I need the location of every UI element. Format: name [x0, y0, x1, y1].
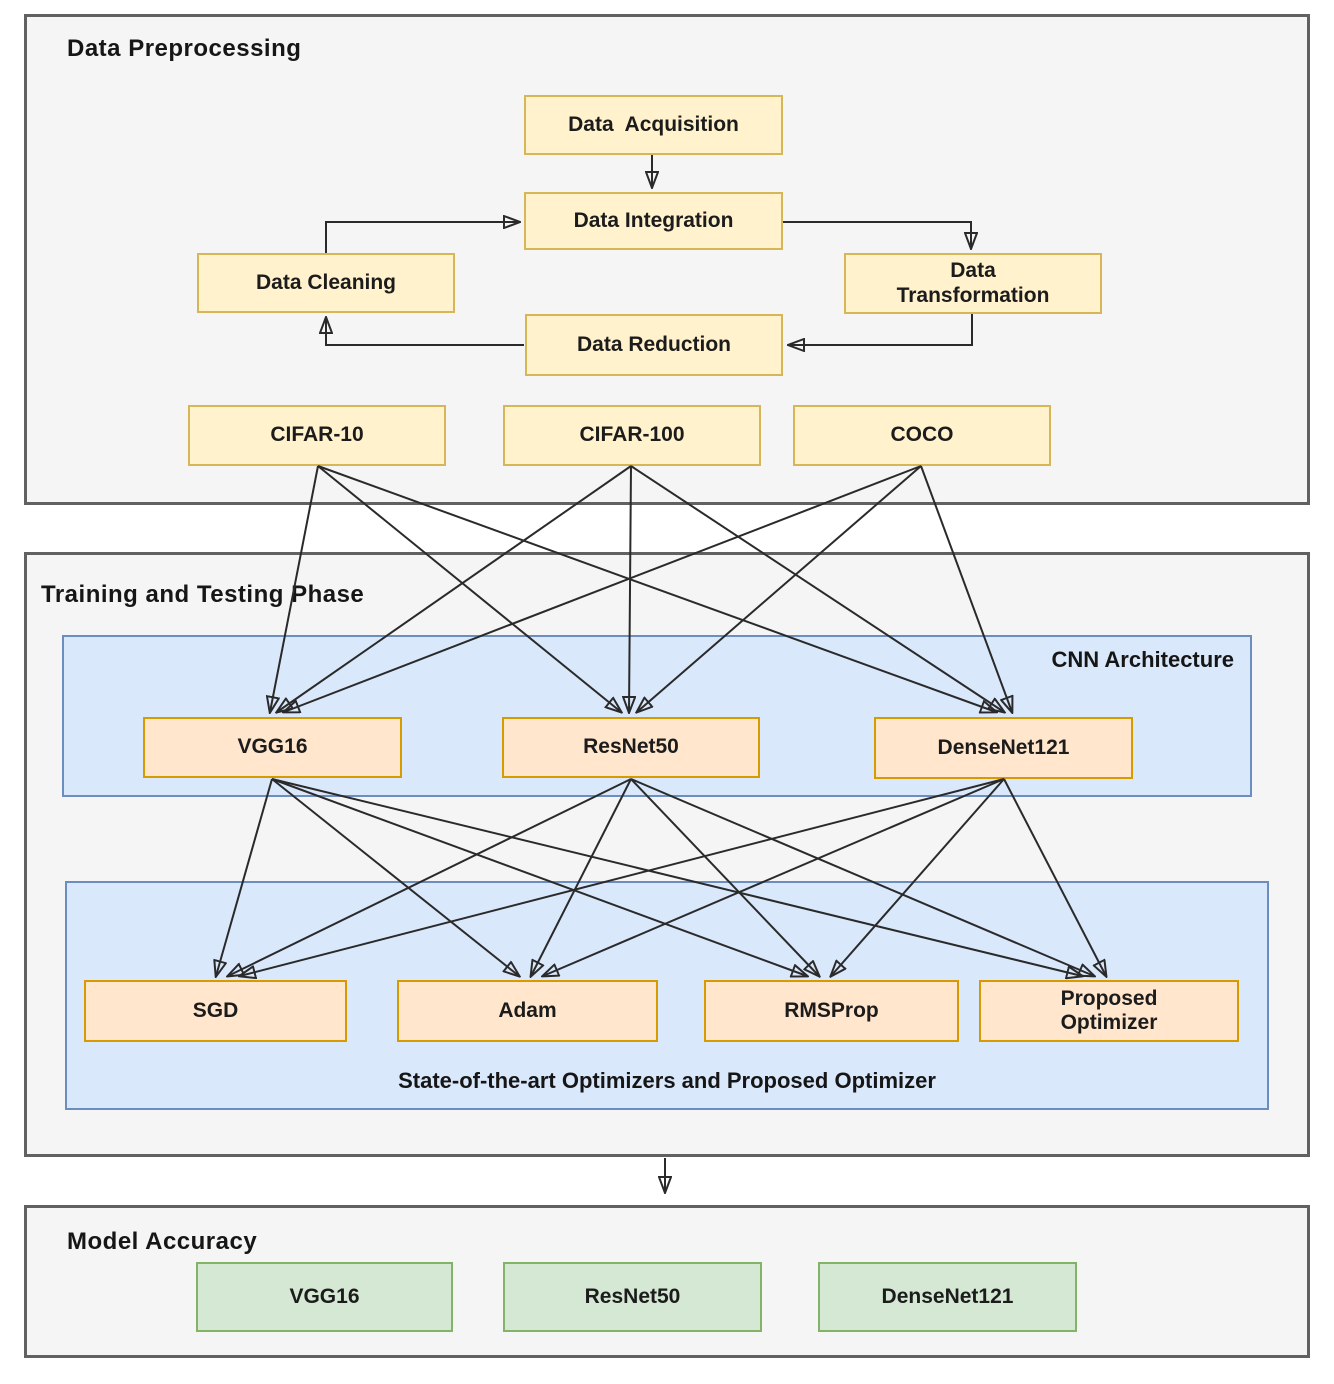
dataset-coco-label: COCO — [890, 423, 954, 447]
optimizer-rmsprop: RMSProp — [704, 980, 959, 1042]
node-data-reduction-label: Data Reduction — [576, 332, 731, 356]
node-data-acquisition-label: Data Acquisition — [568, 112, 739, 136]
dataset-cifar-10-label: CIFAR-10 — [270, 423, 364, 447]
node-data-acquisition: Data Acquisition — [524, 95, 783, 155]
accuracy-vgg16: VGG16 — [196, 1262, 453, 1332]
node-data-transformation-label: Data Transformation — [896, 259, 1050, 307]
accuracy-resnet50: ResNet50 — [503, 1262, 762, 1332]
cnn-vgg16-label: VGG16 — [237, 735, 308, 759]
optimizer-proposed-label: Proposed Optimizer — [1060, 986, 1164, 1034]
node-data-cleaning-label: Data Cleaning — [255, 270, 397, 294]
accuracy-densenet121-label: DenseNet121 — [881, 1284, 1014, 1308]
cnn-densenet121: DenseNet121 — [874, 717, 1133, 779]
optimizer-proposed: Proposed Optimizer — [979, 980, 1239, 1042]
section-title-data-preprocessing: Data Preprocessing — [67, 35, 302, 62]
optimizer-adam-label: Adam — [498, 998, 557, 1022]
panel-label-optimizers: State-of-the-art Optimizers and Proposed… — [398, 1068, 936, 1093]
optimizer-sgd-label: SGD — [192, 998, 239, 1022]
node-data-integration-label: Data Integration — [573, 208, 734, 232]
optimizer-adam: Adam — [397, 980, 658, 1042]
cnn-resnet50: ResNet50 — [502, 717, 760, 778]
panel-label-cnn-architecture: CNN Architecture — [1051, 647, 1234, 672]
dataset-coco: COCO — [793, 405, 1051, 466]
optimizer-sgd: SGD — [84, 980, 347, 1042]
node-data-integration: Data Integration — [524, 192, 783, 250]
node-data-cleaning: Data Cleaning — [197, 253, 455, 313]
dataset-cifar-100: CIFAR-100 — [503, 405, 761, 466]
optimizer-rmsprop-label: RMSProp — [784, 998, 879, 1022]
cnn-densenet121-label: DenseNet121 — [937, 735, 1070, 759]
dataset-cifar-10: CIFAR-10 — [188, 405, 446, 466]
node-data-transformation: Data Transformation — [844, 253, 1102, 314]
section-title-training-testing: Training and Testing Phase — [41, 581, 365, 608]
section-title-model-accuracy: Model Accuracy — [67, 1228, 258, 1255]
accuracy-densenet121: DenseNet121 — [818, 1262, 1077, 1332]
accuracy-vgg16-label: VGG16 — [289, 1284, 360, 1308]
section-training-testing: Training and Testing Phase CNN Architect… — [24, 552, 1310, 1157]
cnn-resnet50-label: ResNet50 — [583, 735, 679, 759]
node-data-reduction: Data Reduction — [525, 314, 783, 376]
dataset-cifar-100-label: CIFAR-100 — [579, 423, 685, 447]
accuracy-resnet50-label: ResNet50 — [584, 1284, 681, 1308]
cnn-vgg16: VGG16 — [143, 717, 402, 778]
